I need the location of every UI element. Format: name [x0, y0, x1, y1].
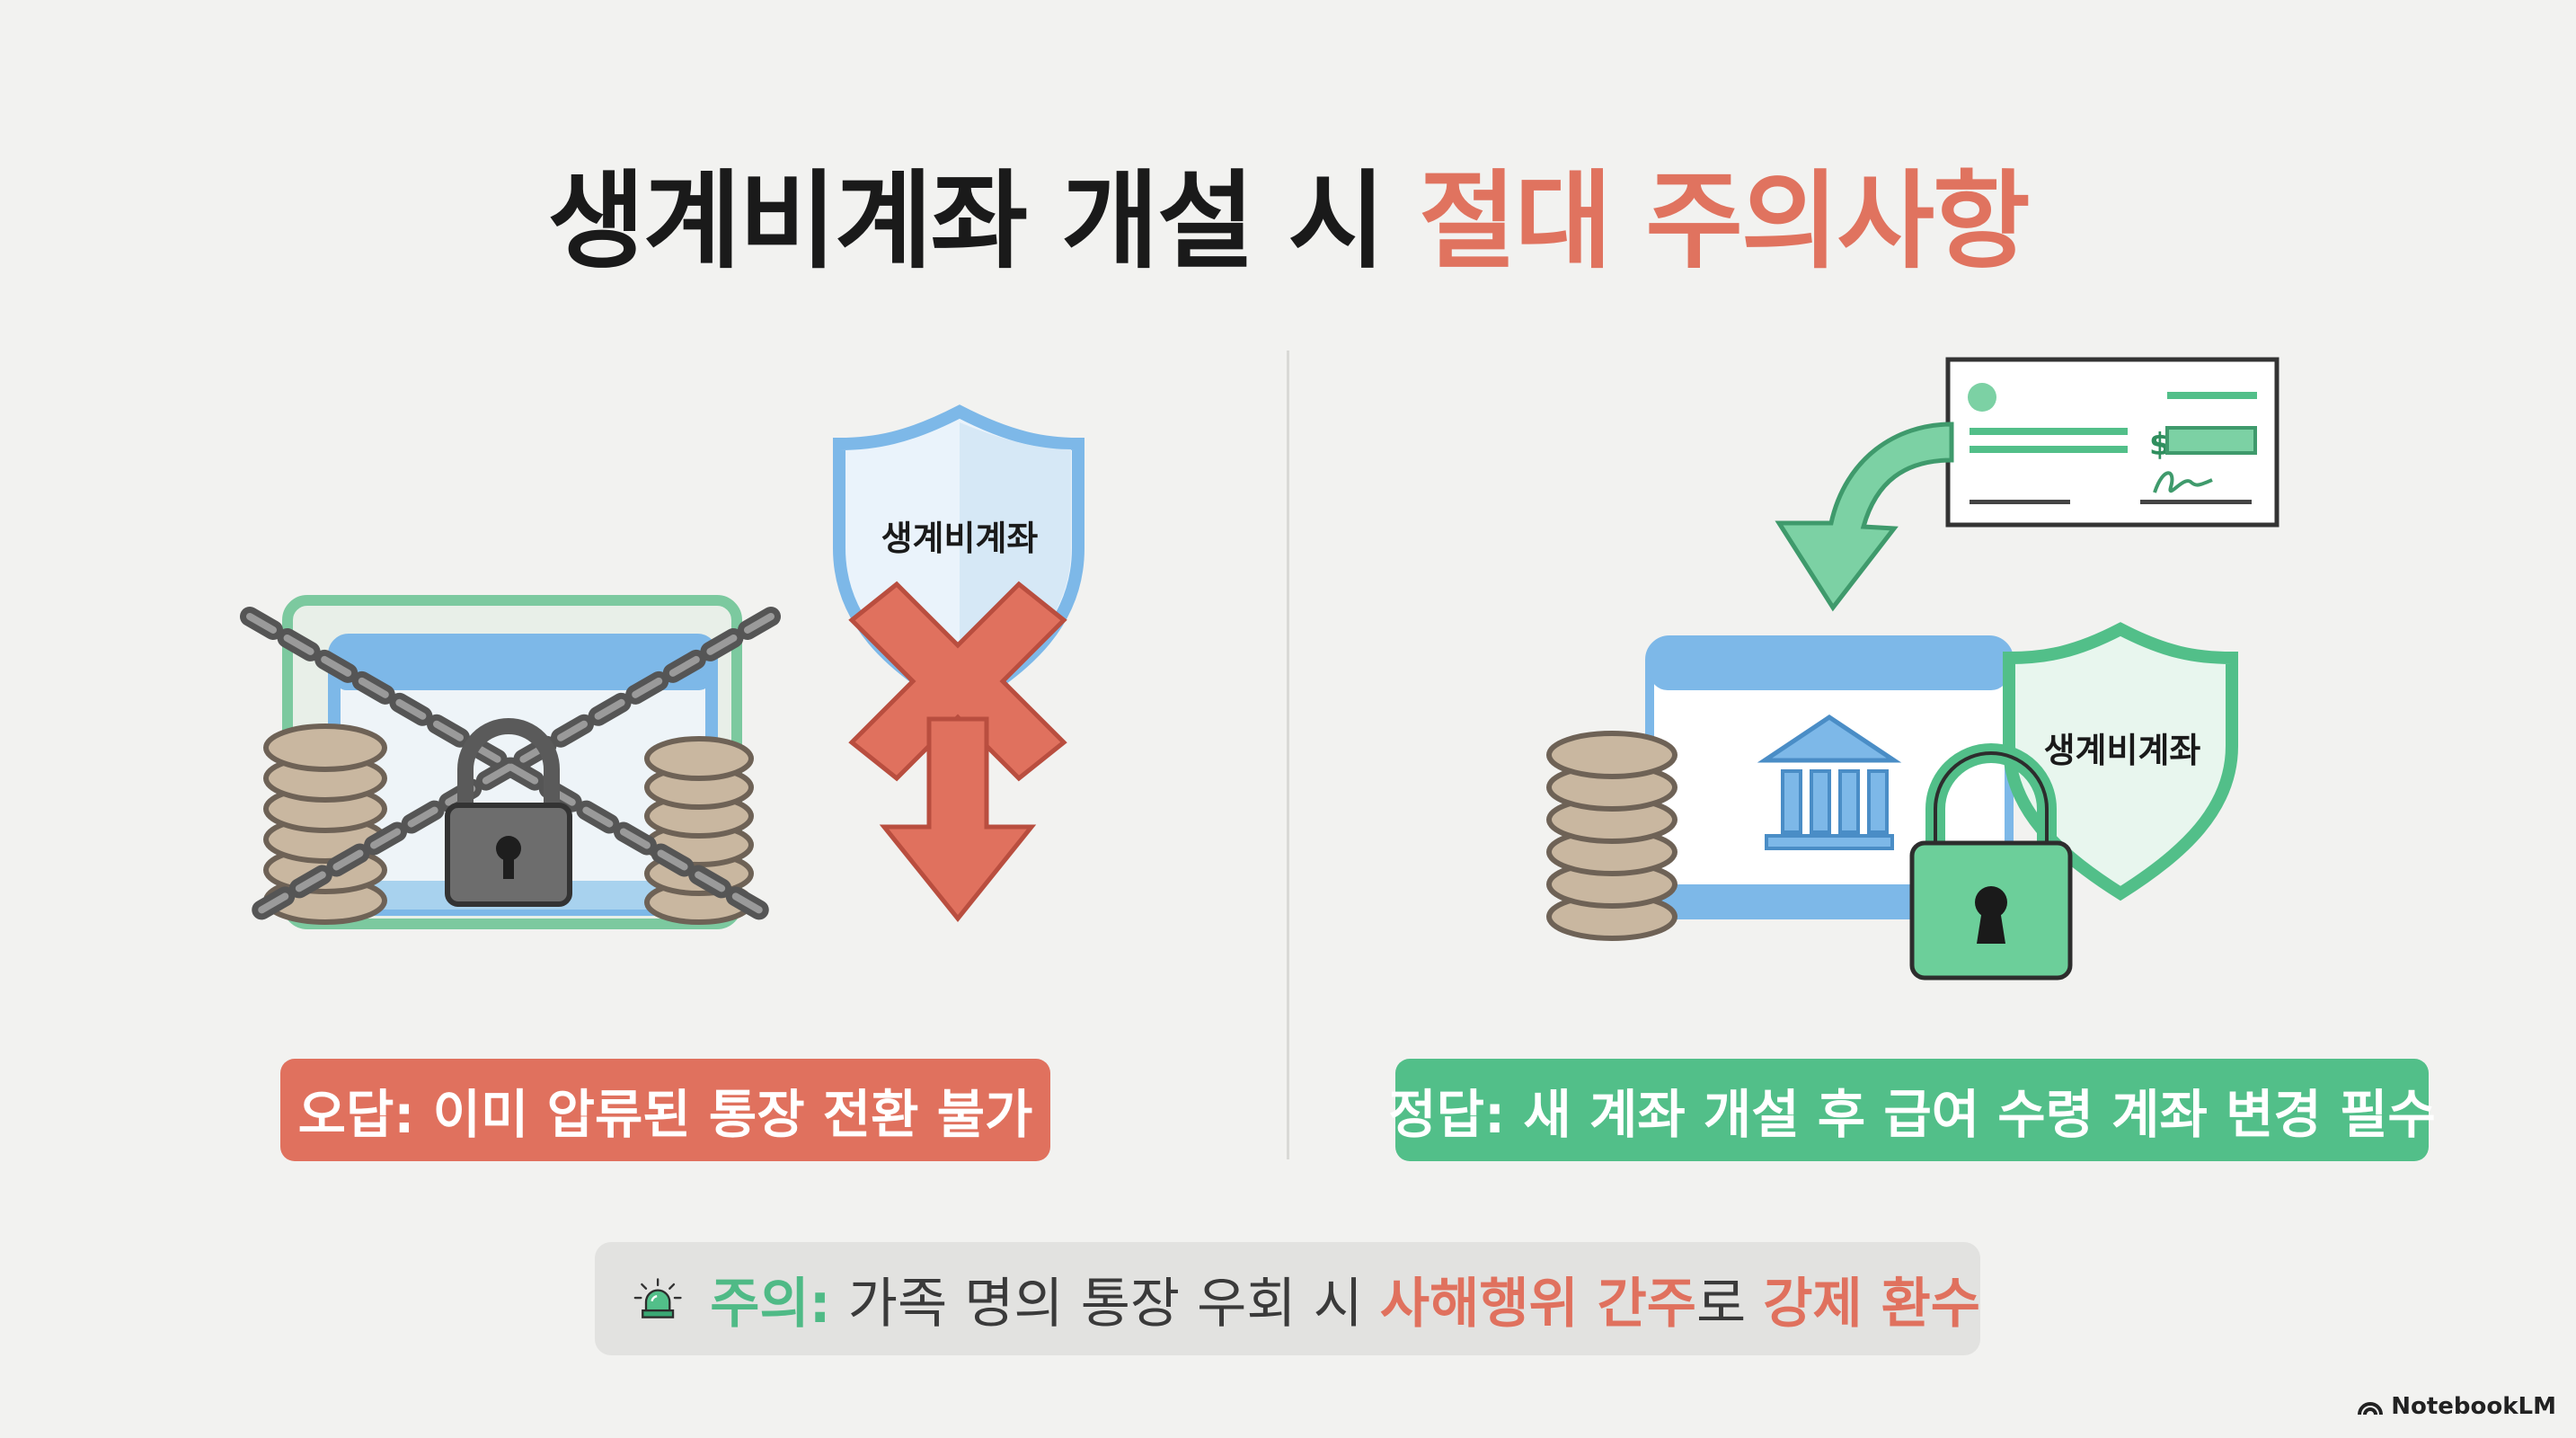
caution-prefix: 주의:: [710, 1272, 831, 1336]
right-illustration: $ 생계비계좌: [1546, 357, 2279, 981]
caution-text: 주의: 가족 명의 통장 우회 시 사해행위 간주로 강제 환수: [710, 1272, 1980, 1336]
center-divider: [1287, 351, 1289, 1159]
coin-stack-icon-right: [1546, 731, 1677, 941]
brand-watermark: NotebookLM: [2357, 1393, 2556, 1420]
notebooklm-logo-icon: [2358, 1402, 2384, 1416]
title-accent: 절대 주의사항: [1419, 159, 2030, 283]
check-dollar-symbol: $: [2149, 427, 2171, 463]
wrong-answer-label: 오답: 이미 압류된 통장 전환 불가: [280, 1059, 1050, 1161]
siren-icon: [633, 1278, 682, 1318]
correct-answer-label: 정답: 새 계좌 개설 후 급여 수령 계좌 변경 필수: [1388, 1059, 2436, 1161]
left-illustration: 생계비계좌: [240, 404, 1084, 929]
check-document-icon: $: [1945, 357, 2279, 528]
chain-icon: [240, 607, 781, 927]
caution-banner: 주의: 가족 명의 통장 우회 시 사해행위 간주로 강제 환수: [595, 1242, 1980, 1355]
left-shield-text: 생계비계좌: [881, 519, 1039, 558]
shield-icon-right: 생계비계좌: [2003, 622, 2238, 901]
x-mark-icon: [848, 581, 1067, 782]
curved-arrow-icon: [1775, 422, 1954, 612]
right-shield-text: 생계비계좌: [2044, 731, 2201, 770]
brand-name: NotebookLM: [2391, 1393, 2556, 1420]
caution-red-2: 강제 환수: [1763, 1272, 1980, 1336]
caution-red-1: 사해행위 간주: [1379, 1272, 1697, 1336]
page-title: 생계비계좌 개설 시 절대 주의사항: [547, 159, 2030, 283]
padlock-icon: [445, 718, 572, 907]
padlock-icon-right: [1909, 743, 2073, 981]
down-arrow-icon: [879, 716, 1037, 922]
